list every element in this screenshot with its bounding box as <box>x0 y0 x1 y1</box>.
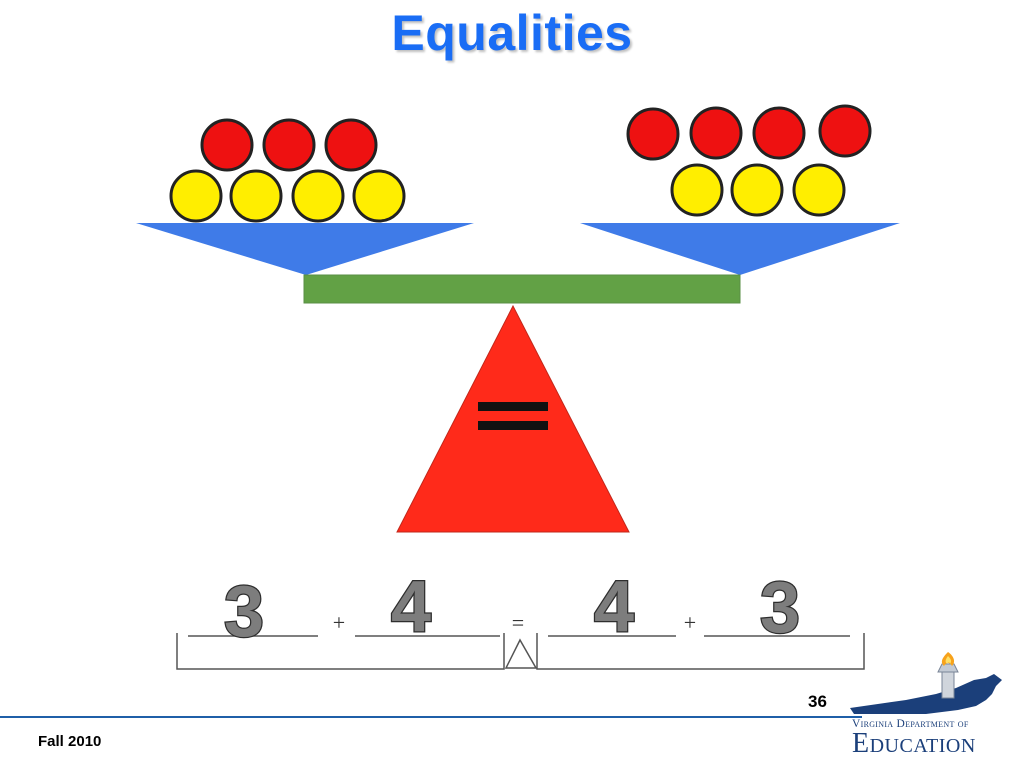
left-pan <box>136 223 474 275</box>
red-ball <box>200 118 254 172</box>
vdoe-logo: Virginia Department of Education <box>846 650 1012 759</box>
red-ball <box>262 118 316 172</box>
equation-term-1: 3 <box>224 572 264 652</box>
red-ball <box>752 106 806 160</box>
slide-title: Equalities <box>391 5 633 61</box>
left-red-balls <box>200 118 378 172</box>
yellow-ball <box>730 163 784 217</box>
footer-divider <box>0 716 862 718</box>
equation-term-3: 4 <box>594 567 634 647</box>
yellow-ball <box>670 163 724 217</box>
yellow-ball <box>229 169 283 223</box>
logo-line-1: Virginia Department of <box>852 718 969 730</box>
yellow-ball <box>352 169 406 223</box>
equals-sign-top <box>478 402 548 411</box>
logo-line-2: Education <box>852 728 976 759</box>
footer-text: Fall 2010 <box>38 733 102 750</box>
balance-scene: 3 + 4 = 4 + 3 <box>136 104 900 670</box>
equation-term-4: 3 <box>760 568 800 648</box>
right-pan <box>580 223 900 275</box>
right-red-balls <box>626 104 872 161</box>
red-ball <box>626 107 680 161</box>
equals-sign-bottom <box>478 421 548 430</box>
page-number: 36 <box>808 692 827 711</box>
equation-plus-1: + <box>333 610 345 635</box>
red-ball <box>689 106 743 160</box>
equation-plus-2: + <box>684 610 696 635</box>
equation-equals: = <box>512 610 524 635</box>
equation-term-2: 4 <box>391 567 431 647</box>
balance-beam <box>303 274 741 304</box>
equation-balance-outline <box>176 633 865 670</box>
yellow-ball <box>291 169 345 223</box>
yellow-ball <box>169 169 223 223</box>
right-yellow-balls <box>670 163 846 217</box>
red-ball <box>818 104 872 158</box>
fulcrum-triangle <box>396 304 630 533</box>
left-yellow-balls <box>169 169 406 223</box>
red-ball <box>324 118 378 172</box>
virginia-state-torch-icon <box>850 652 1002 714</box>
yellow-ball <box>792 163 846 217</box>
